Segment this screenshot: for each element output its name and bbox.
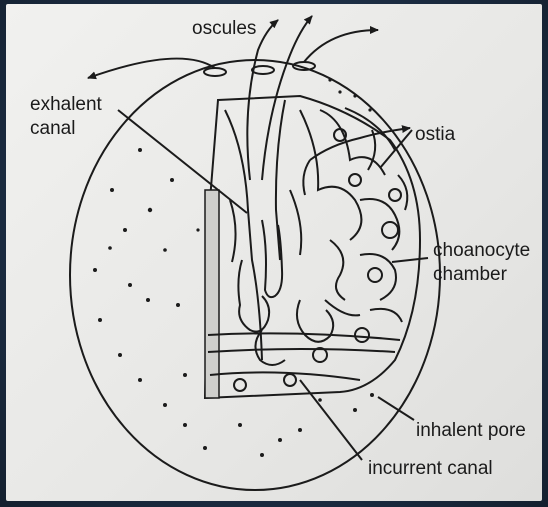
label-incurrent-canal: incurrent canal — [368, 458, 493, 479]
surface-pores — [93, 78, 374, 457]
label-exhalent-line1: exhalent — [30, 94, 103, 115]
oscule — [252, 66, 274, 74]
label-exhalent-line2: canal — [30, 118, 75, 139]
oscule — [204, 68, 226, 76]
stippled-wall — [205, 190, 219, 398]
label-choanocyte-line2: chamber — [433, 264, 508, 285]
label-ostia: ostia — [415, 124, 456, 145]
flow-arrows — [88, 16, 410, 180]
label-choanocyte-line1: choanocyte — [433, 240, 530, 261]
leader-lines — [118, 110, 428, 460]
label-oscules: oscules — [192, 18, 256, 39]
label-inhalent-pore: inhalent pore — [416, 420, 526, 441]
cutaway-section — [205, 96, 420, 398]
